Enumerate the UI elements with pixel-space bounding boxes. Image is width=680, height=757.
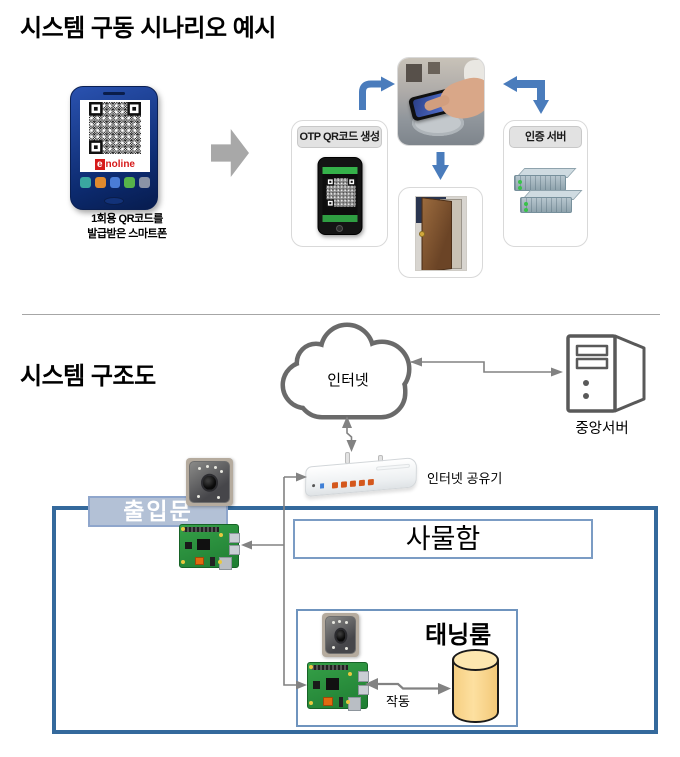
qr-code — [326, 178, 355, 207]
door-leaf — [421, 197, 452, 270]
cloud-label: 인터넷 — [327, 372, 369, 389]
auth-server-card: 인증 서버 — [503, 120, 588, 247]
scenario-title: 시스템 구동 시나리오 예시 — [20, 15, 276, 42]
server-unit — [520, 190, 583, 217]
qr-code — [89, 102, 141, 154]
door-photo — [415, 196, 467, 271]
phone-speaker — [103, 92, 125, 95]
nfc-scan-card — [397, 57, 485, 146]
nfc-scan-photo — [398, 58, 484, 145]
door-handle — [419, 231, 425, 237]
auth-card-header: 인증 서버 — [509, 126, 582, 148]
locker-box: 사물함 — [293, 519, 593, 559]
central-server-label: 중앙서버 — [575, 421, 629, 437]
database-cylinder — [452, 649, 499, 723]
screen-bottom-bar — [322, 215, 357, 222]
otp-phone — [317, 157, 362, 235]
otp-card-header: OTP QR코드 생성 — [297, 126, 382, 148]
raspberry-pi-entrance — [179, 524, 241, 570]
structure-title: 시스템 구조도 — [20, 363, 156, 390]
phone-home-button — [104, 197, 124, 205]
router-body — [304, 457, 418, 497]
app-icon — [94, 177, 106, 188]
section-divider — [22, 314, 660, 315]
qr-scanner-module-entrance — [186, 458, 233, 506]
phone-app-row — [80, 177, 150, 191]
facility-boundary-box — [52, 506, 658, 734]
otp-phone-screen — [322, 167, 357, 222]
qr-scanner-module-tanning — [322, 613, 359, 657]
photo-background-block — [406, 64, 422, 82]
entrance-label-box: 출입문 — [88, 496, 228, 527]
otp-phone-home — [336, 225, 343, 232]
right-block-arrow — [211, 129, 249, 177]
app-icon — [139, 177, 150, 188]
smartphone-caption: 1회용 QR코드를 발급받은 스마트폰 — [87, 213, 167, 240]
router-ports — [331, 478, 374, 489]
central-server-tower — [566, 334, 646, 413]
raspberry-pi-tanning — [307, 662, 370, 711]
app-icon — [124, 177, 136, 188]
router-label: 인터넷 공유기 — [427, 471, 503, 486]
wifi-router — [303, 450, 423, 502]
screen-top-bar — [322, 167, 357, 174]
otp-qr-card: OTP QR코드 생성 — [291, 120, 388, 247]
app-icon — [80, 177, 91, 188]
tanning-room-label: 태닝룸 — [425, 622, 492, 649]
photo-background-block — [428, 62, 440, 74]
app-icon — [109, 177, 121, 188]
action-label: 작동 — [386, 694, 410, 709]
door-card — [398, 187, 483, 278]
